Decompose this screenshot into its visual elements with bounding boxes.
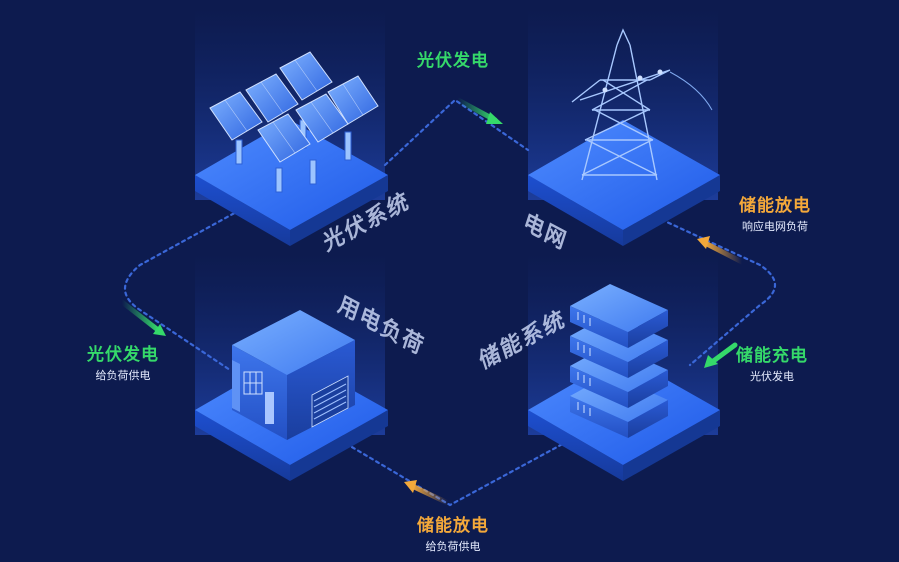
load-building-icon <box>232 310 355 440</box>
platform-pv <box>195 120 388 246</box>
flow-label-right-lower: 储能充电 光伏发电 <box>722 346 822 385</box>
solar-panels-icon <box>209 51 379 193</box>
flow-label-right-upper: 储能放电 响应电网负荷 <box>725 196 825 235</box>
flow-title-top: 光伏发电 <box>417 51 489 71</box>
flow-arrow-top <box>455 97 503 124</box>
flow-arrow-left <box>119 299 166 336</box>
flow-subtitle-right-lower: 光伏发电 <box>750 370 794 383</box>
connector-lines <box>124 98 777 507</box>
flow-label-top: 光伏发电 <box>403 51 503 71</box>
flow-arrow-right-upper <box>697 236 745 265</box>
flow-title-right-upper: 储能放电 <box>739 196 811 216</box>
flow-title-left: 光伏发电 <box>87 345 159 365</box>
flow-subtitle-right-upper: 响应电网负荷 <box>742 220 808 233</box>
transmission-tower-icon <box>571 28 713 181</box>
storage-rack-icon <box>570 284 668 438</box>
flow-title-right-lower: 储能充电 <box>736 346 808 366</box>
flow-subtitle-bottom: 给负荷供电 <box>425 540 481 553</box>
flow-arrow-right-lower <box>704 342 738 368</box>
flow-subtitle-left: 给负荷供电 <box>95 369 151 382</box>
flow-label-left: 光伏发电 给负荷供电 <box>73 345 173 384</box>
flow-label-bottom: 储能放电 给负荷供电 <box>403 516 503 555</box>
flow-title-bottom: 储能放电 <box>417 516 489 536</box>
flow-arrow-bottom <box>404 480 451 506</box>
